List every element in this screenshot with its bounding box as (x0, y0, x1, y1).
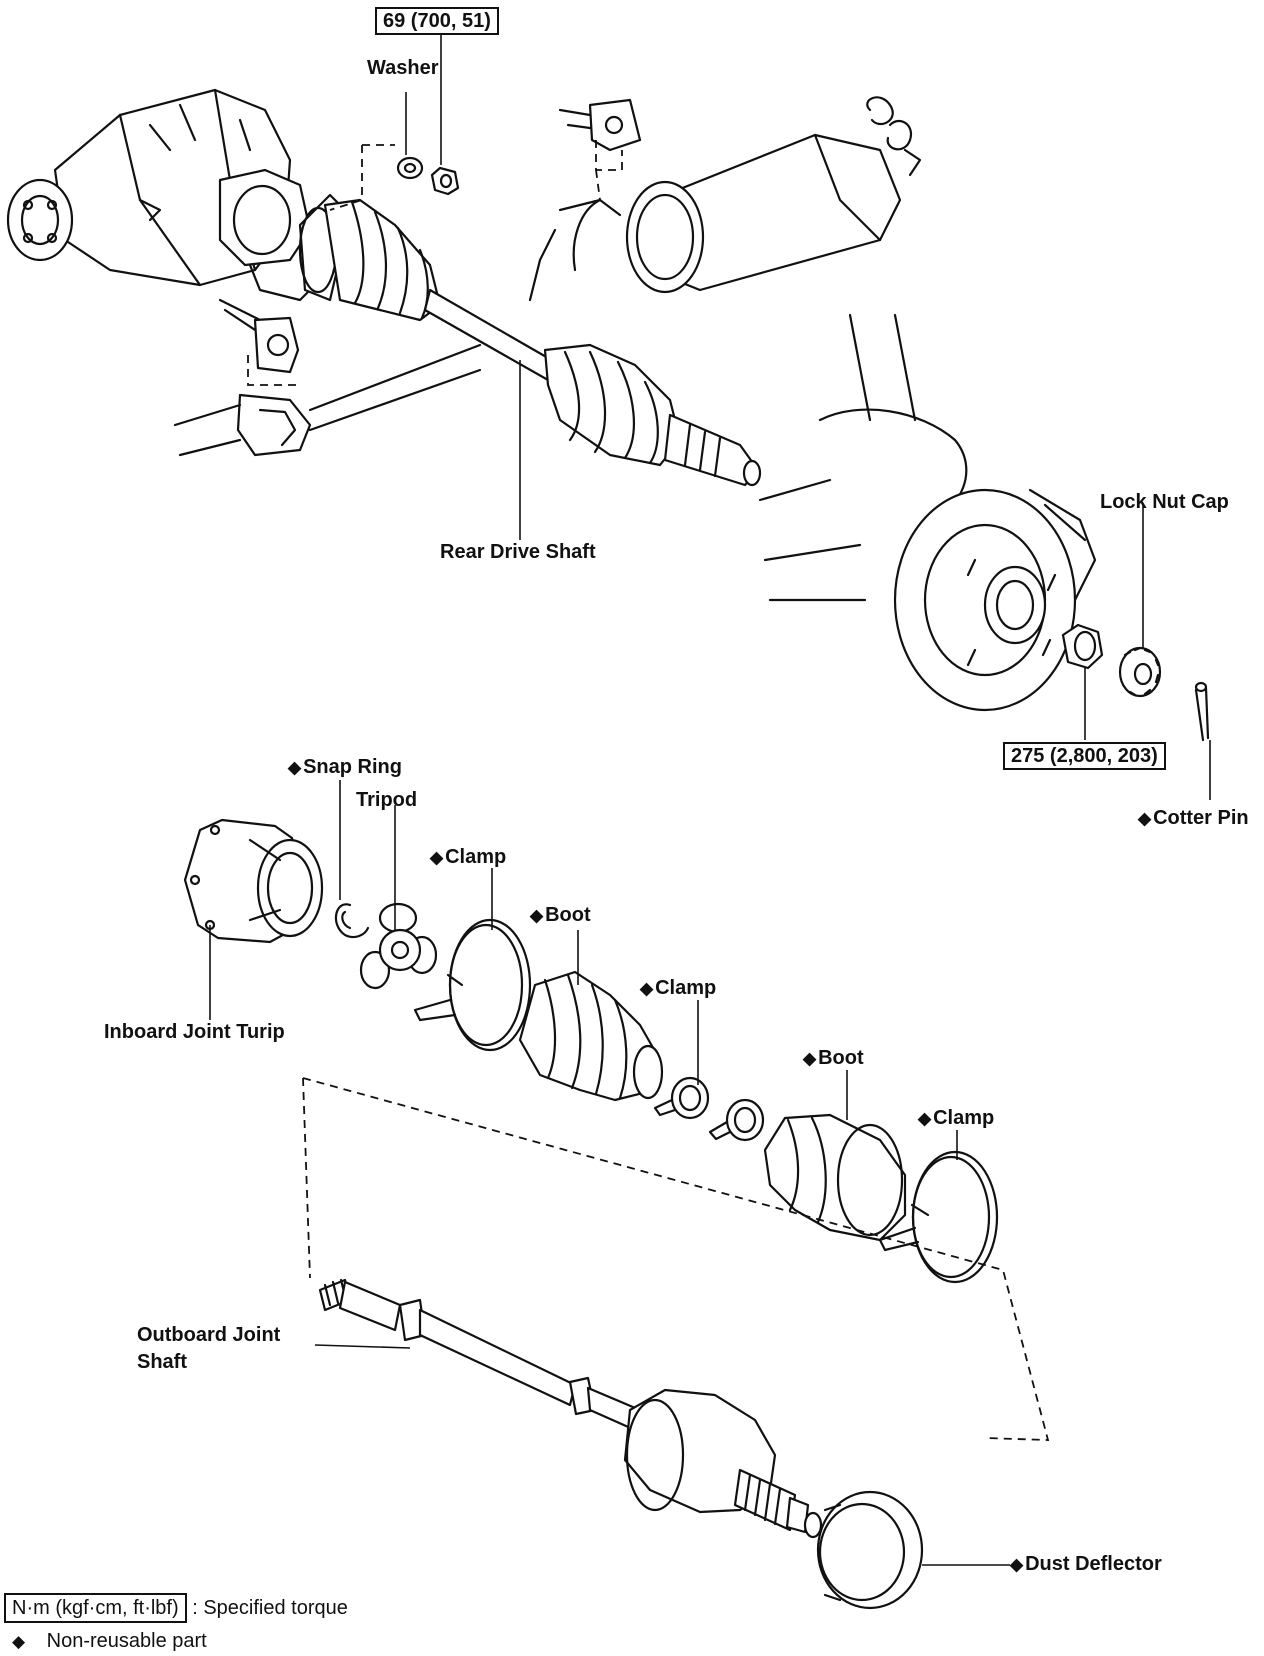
boot-inner-drawing (518, 970, 664, 1102)
non-reusable-symbol: ◆ (1138, 809, 1152, 828)
legend-torque-unit-box: N·m (kgf·cm, ft·lbf) (4, 1593, 187, 1623)
tripod-drawing (359, 902, 438, 990)
legend-torque: N·m (kgf·cm, ft·lbf) : Specified torque (4, 1593, 348, 1623)
knuckle-disc-drawing (758, 313, 1097, 712)
non-reusable-symbol: ◆ (430, 848, 444, 867)
non-reusable-symbol: ◆ (803, 1049, 817, 1068)
boot-outer-drawing (763, 1113, 907, 1242)
label-clamp-2: ◆Clamp (640, 977, 717, 999)
clamp-1-drawing (413, 918, 532, 1052)
label-snap-ring: ◆Snap Ring (288, 756, 402, 778)
label-outboard-joint-shaft-line1: Outboard Joint (137, 1324, 281, 1346)
non-reusable-symbol: ◆ (1010, 1555, 1024, 1574)
label-boot-1: ◆Boot (530, 904, 591, 926)
torque-label-hub-nut: 275 (2,800, 203) (1003, 742, 1166, 770)
hub-nut-drawing (1061, 623, 1104, 670)
label-clamp-3: ◆Clamp (918, 1107, 995, 1129)
legend-torque-desc: : Specified torque (192, 1597, 348, 1619)
non-reusable-symbol: ◆ (530, 906, 544, 925)
clamp-2-drawing (653, 1076, 710, 1120)
non-reusable-symbol: ◆ (12, 1632, 26, 1651)
legend-non-reusable-desc: Non-reusable part (46, 1630, 207, 1652)
washer-drawing (396, 156, 424, 180)
label-rear-drive-shaft: Rear Drive Shaft (440, 541, 596, 563)
outboard-joint-shaft-drawing (318, 1278, 823, 1539)
label-clamp-1: ◆Clamp (430, 846, 507, 868)
lock-nut-cap-drawing (1118, 646, 1162, 698)
label-boot-2: ◆Boot (803, 1047, 864, 1069)
non-reusable-symbol: ◆ (918, 1109, 932, 1128)
label-lock-nut-cap: Lock Nut Cap (1100, 491, 1229, 513)
alignment-dashed-line (302, 1077, 1050, 1441)
non-reusable-symbol: ◆ (288, 758, 302, 777)
hanger-bracket-drawing (173, 298, 482, 457)
clamp-3-drawing (708, 1098, 765, 1142)
label-outboard-joint-shaft-line2: Shaft (137, 1351, 187, 1373)
clamp-4-drawing (878, 1150, 999, 1284)
leader-lines (209, 28, 1211, 1566)
diff-nut-drawing (430, 166, 460, 196)
label-inboard-joint-tulip: Inboard Joint Turip (104, 1021, 285, 1043)
muffler-drawing (528, 96, 922, 302)
dust-deflector-drawing (816, 1490, 924, 1610)
differential-housing (6, 88, 322, 302)
legend-non-reusable: ◆ Non-reusable part (12, 1631, 207, 1651)
label-tripod: Tripod (356, 789, 418, 811)
inboard-joint-tulip-drawing (183, 818, 324, 944)
non-reusable-symbol: ◆ (640, 979, 654, 998)
snap-ring-drawing (334, 903, 370, 939)
label-washer: Washer (367, 57, 439, 79)
torque-label-diff-nut: 69 (700, 51) (375, 7, 499, 35)
cotter-pin-drawing (1194, 681, 1210, 742)
rear-drive-shaft-drawing (298, 193, 762, 487)
label-dust-deflector: ◆Dust Deflector (1010, 1553, 1162, 1575)
label-cotter-pin: ◆Cotter Pin (1138, 807, 1249, 829)
